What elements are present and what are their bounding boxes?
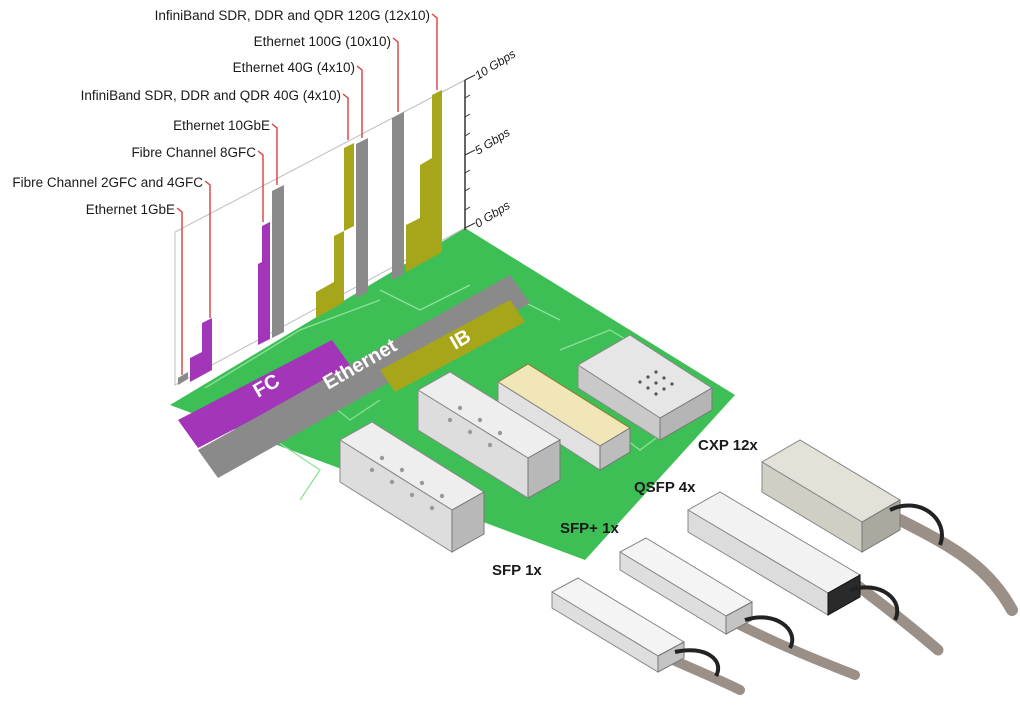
lane-ib — [380, 300, 525, 392]
label-ethernet-100g: Ethernet 100G (10x10) — [254, 34, 391, 49]
cable-sfp — [550, 577, 745, 695]
connector-label-cxp: CXP 12x — [698, 437, 758, 454]
label-ethernet-1gbe: Ethernet 1GbE — [86, 202, 175, 217]
cable-qsfp — [687, 491, 944, 656]
connector-label-sfp-plus: SFP+ 1x — [560, 520, 619, 537]
connector-label-qsfp: QSFP 4x — [634, 479, 696, 496]
bar-ethernet-100g — [392, 112, 404, 280]
bar-fc-2-4gfc — [190, 318, 212, 382]
sfp-plus-cage — [417, 371, 561, 499]
cable-cxp — [761, 439, 1018, 616]
cxp-cage — [577, 334, 713, 441]
label-ib-120g: InfiniBand SDR, DDR and QDR 120G (12x10) — [155, 8, 430, 23]
label-ib-40g: InfiniBand SDR, DDR and QDR 40G (4x10) — [81, 88, 341, 103]
qsfp-cage — [497, 363, 631, 471]
bar-ib-40g — [316, 143, 354, 318]
lane-fc — [178, 340, 352, 448]
bar-ethernet-1gbe — [178, 372, 188, 385]
lane-ethernet — [198, 275, 530, 478]
sfp-cage — [339, 421, 485, 553]
label-ethernet-10gbe: Ethernet 10GbE — [173, 118, 270, 133]
axis-ticks — [464, 74, 476, 229]
bar-ib-120g — [406, 90, 442, 272]
connector-label-sfp: SFP 1x — [492, 562, 542, 579]
bar-ethernet-40g — [356, 138, 368, 298]
label-fc-2-4gfc: Fibre Channel 2GFC and 4GFC — [12, 175, 203, 190]
axis-tick-0: 0 Gbps — [472, 198, 512, 230]
label-ethernet-40g: Ethernet 40G (4x10) — [233, 60, 355, 75]
bar-fc-8gfc — [258, 222, 270, 345]
label-fc-8gfc: Fibre Channel 8GFC — [131, 145, 256, 160]
axis-tick-5: 5 Gbps — [472, 125, 512, 157]
bar-ethernet-10gbe — [272, 185, 284, 338]
leader-lines — [176, 13, 438, 375]
axis-tick-10: 10 Gbps — [472, 47, 518, 83]
cable-sfp-plus — [618, 537, 860, 680]
